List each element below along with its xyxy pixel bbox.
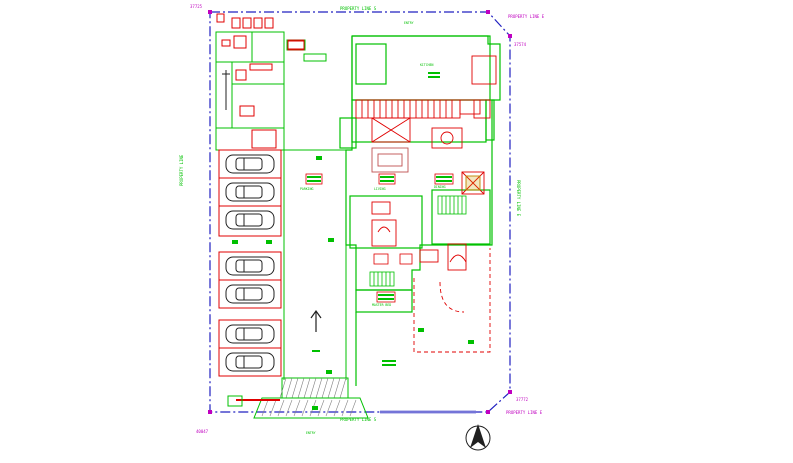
room-label-parking: PARKING bbox=[300, 187, 314, 191]
room-label-master: MASTER BED bbox=[372, 303, 392, 307]
corner-level-nw: 37725 bbox=[190, 4, 203, 9]
corner-level-sw: 40047 bbox=[196, 429, 209, 434]
tag-boxes bbox=[287, 39, 454, 303]
parking-bays bbox=[218, 149, 282, 377]
car bbox=[225, 352, 275, 372]
parked-cars bbox=[225, 154, 275, 372]
room-label-dining: DINING bbox=[434, 185, 446, 189]
room-label-living: LIVING bbox=[374, 187, 386, 191]
interior-details bbox=[355, 55, 497, 271]
road-label-top: PROPERTY LINE S bbox=[340, 6, 377, 11]
arrow-up-icon bbox=[310, 309, 322, 332]
car bbox=[225, 284, 275, 304]
gate-label-bottom: ENTRY bbox=[306, 431, 316, 435]
gate-label-top: ENTRY bbox=[404, 21, 414, 25]
car bbox=[225, 182, 275, 202]
corner-markers bbox=[208, 10, 512, 414]
car bbox=[225, 256, 275, 276]
road-label-top-right: PROPERTY LINE E bbox=[508, 14, 545, 19]
top-labels bbox=[216, 13, 274, 29]
road-label-right: PROPERTY LINE E bbox=[516, 180, 521, 217]
property-boundary bbox=[209, 11, 511, 413]
house-walls bbox=[339, 35, 501, 386]
room-label-kitchen: KITCHEN bbox=[420, 63, 434, 67]
room-tags bbox=[232, 72, 474, 410]
driveway bbox=[283, 34, 353, 380]
road-label-left: PROPERTY LINE bbox=[179, 154, 184, 186]
corner-level-se: 37772 bbox=[516, 397, 529, 402]
road-label-bottom-right: PROPERTY LINE E bbox=[506, 410, 543, 415]
corner-level-ne: 37574 bbox=[514, 42, 527, 47]
north-arrow-icon bbox=[465, 424, 491, 451]
car bbox=[225, 324, 275, 344]
stair bbox=[369, 195, 467, 287]
car bbox=[225, 210, 275, 230]
car bbox=[225, 154, 275, 174]
road-label-bottom: PROPERTY LINE S bbox=[340, 417, 377, 422]
garden-area bbox=[413, 248, 491, 353]
bottom-gate bbox=[227, 377, 476, 419]
